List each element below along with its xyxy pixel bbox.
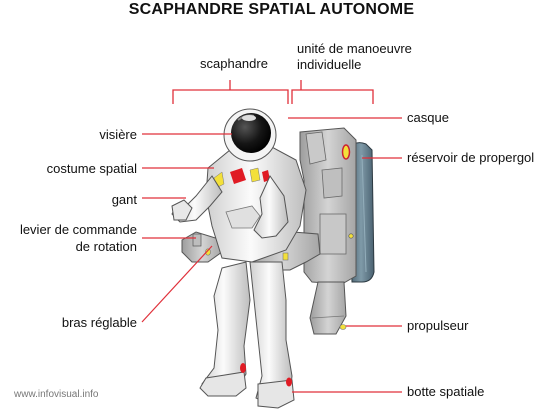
leader-bras bbox=[141, 245, 213, 323]
label-reservoir: réservoir de propergol bbox=[407, 150, 535, 165]
leader-lines bbox=[141, 117, 402, 393]
label-propulseur: propulseur bbox=[407, 318, 469, 333]
label-casque: casque bbox=[407, 110, 449, 125]
label-levier-line1: levier de commande bbox=[19, 222, 137, 237]
label-botte-spatiale: botte spatiale bbox=[407, 384, 485, 399]
label-costume-spatial: costume spatial bbox=[46, 161, 137, 176]
diagram-title: SCAPHANDRE SPATIAL AUTONOME bbox=[128, 1, 415, 18]
label-bras-reglable: bras réglable bbox=[61, 315, 137, 330]
label-manoeuvre-line1: unité de manoeuvre bbox=[297, 41, 412, 56]
label-visiere: visière bbox=[99, 127, 137, 142]
label-manoeuvre-line2: individuelle bbox=[297, 57, 362, 72]
watermark: www.infovisual.info bbox=[14, 389, 99, 400]
space-suit bbox=[171, 108, 307, 409]
label-scaphandre: scaphandre bbox=[200, 56, 268, 71]
mmu-pack bbox=[181, 127, 375, 335]
label-levier-line2: de rotation bbox=[75, 239, 137, 254]
bracket-manoeuvre bbox=[291, 80, 374, 104]
bracket-scaphandre bbox=[172, 80, 289, 104]
label-gant: gant bbox=[111, 192, 137, 207]
